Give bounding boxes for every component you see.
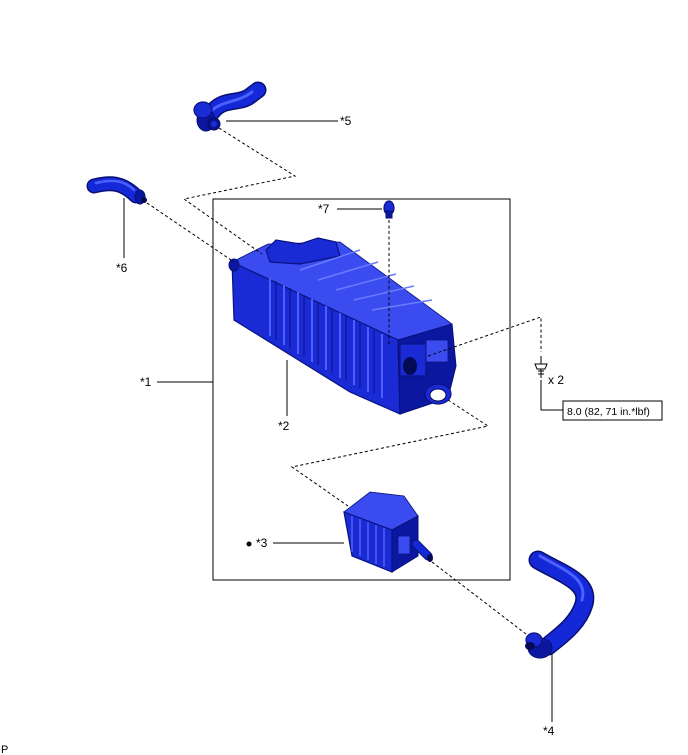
torque-spec-box bbox=[562, 400, 663, 421]
label-p5: *5 bbox=[340, 114, 352, 128]
torque-spec: 8.0 (82, 71 in.*lbf) bbox=[567, 406, 650, 418]
dash-hose4 bbox=[431, 561, 527, 635]
label-p6: *6 bbox=[116, 261, 128, 275]
label-p4: *4 bbox=[543, 724, 555, 738]
dash-bolt bbox=[427, 316, 542, 357]
dash-hose5 bbox=[182, 127, 297, 255]
clip-7 bbox=[383, 200, 395, 219]
bolt-quantity: x 2 bbox=[548, 373, 564, 387]
label-p1: *1 bbox=[140, 375, 152, 389]
charcoal-canister bbox=[228, 237, 457, 415]
dot-marker-icon bbox=[246, 541, 252, 547]
corner-mark: P bbox=[1, 744, 8, 755]
label-p3: *3 bbox=[256, 536, 268, 550]
hose-4 bbox=[525, 550, 595, 659]
bolt-icon bbox=[534, 356, 548, 378]
pump-module bbox=[343, 491, 433, 573]
label-p7: *7 bbox=[318, 202, 330, 216]
label-p2: *2 bbox=[278, 419, 290, 433]
dash-pump bbox=[290, 399, 490, 507]
hose-6 bbox=[86, 176, 147, 205]
hose-5 bbox=[193, 81, 267, 132]
dash-hose6 bbox=[146, 202, 235, 263]
assembly-box bbox=[212, 198, 511, 581]
